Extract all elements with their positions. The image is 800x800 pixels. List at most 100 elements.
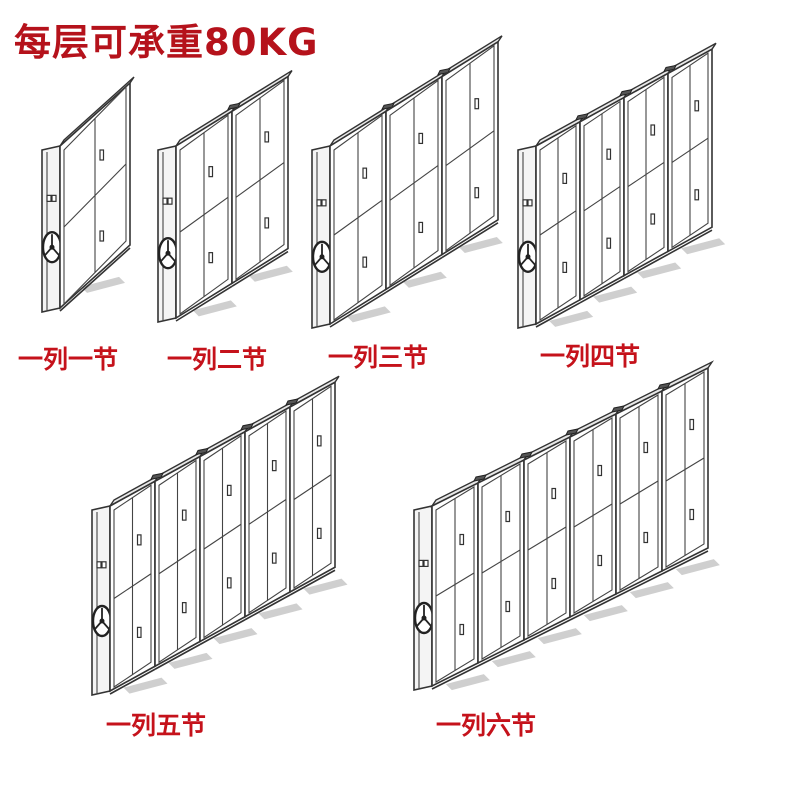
side-panel [157,145,177,323]
floor-rail [629,582,674,599]
floor-rail [593,286,638,303]
shelf-split [235,162,285,198]
lock-icon [423,559,429,568]
base-line [154,643,201,670]
door-frame [63,85,127,306]
section-connector [285,398,299,406]
door-frame [539,124,577,322]
lock-icon [522,199,528,207]
base-line [579,277,625,304]
section-connector [657,382,671,390]
door-handle-icon [181,602,187,614]
side-panel [517,145,537,329]
shelf-split [293,474,332,500]
door-handle-icon [694,189,700,201]
door-frame [113,484,152,689]
floor-rail [637,262,682,279]
base-line [441,222,499,259]
door-handle-icon [181,509,187,521]
floor-rail [213,628,258,645]
floor-rail [192,300,237,317]
door-handle-icon [505,600,511,613]
section-connector [663,64,677,73]
cabinet-label-6: 一列六节 [436,711,537,740]
door-frame [293,385,332,590]
hand-wheel-icon [157,236,179,270]
shelf-split [203,523,242,550]
cabinet-section [150,449,205,670]
floor-rail [675,559,720,576]
door-handle-icon [271,460,277,472]
shelf-split [481,549,521,574]
door-frame [665,371,705,568]
mobile-shelving-unit-2 [157,69,293,323]
shelf-split [583,186,621,212]
cabinet-section [381,69,447,293]
door-handle-icon [316,435,322,447]
mobile-shelving-unit-4 [517,42,726,329]
door-frame [627,76,665,273]
cabinet-section [611,383,669,598]
cabinet-section [535,115,585,328]
base-line [385,256,443,293]
door-handle-icon [316,527,322,539]
door-handle-icon [606,237,612,249]
shelf-split [63,163,127,228]
floor-rail [303,578,348,595]
door-handle-icon [418,132,424,145]
cabinet-section [473,452,531,667]
door-frame [481,463,521,660]
door-frame [619,394,659,591]
cabinet-label-5: 一列五节 [106,711,207,740]
door-handle-icon [474,187,480,199]
lock-icon [321,199,327,207]
door-handle-icon [99,149,105,161]
door-handle-icon [650,124,656,136]
base-line [59,247,131,312]
door-frame [333,114,383,322]
door-handle-icon [551,577,557,590]
section-connector [611,405,625,413]
section-connector [150,472,164,480]
door-handle-icon [362,256,368,268]
section-connector [473,474,487,482]
cabinet-section [59,76,135,312]
load-capacity-title: 每层可承重80KG [14,21,319,64]
section-connector [575,113,589,121]
floor-rail [681,238,726,255]
mobile-shelving-unit-1 [41,76,135,313]
hand-wheel-icon [91,604,113,638]
shelf-split [389,165,439,201]
cabinet-section [429,475,485,690]
cabinet-section [657,360,715,575]
base-line [199,619,246,646]
cabinet-section [519,429,577,644]
lock-icon [527,199,533,207]
shelf-split [573,503,613,528]
cabinet-section [240,400,295,621]
cabinet-section [619,66,673,280]
cabinet-section [285,375,340,596]
door-handle-icon [562,172,568,184]
cabinet-section [575,90,629,304]
door-handle-icon [551,487,557,500]
shelf-split [179,196,229,233]
lock-icon [101,561,107,569]
base-line [109,668,156,695]
floor-rail [549,310,594,327]
hand-wheel-icon [413,601,435,635]
section-connector [437,67,451,76]
shelf-split [627,161,665,188]
floor-rail [248,265,293,282]
side-panel [41,145,61,313]
base-line [289,569,336,596]
shelf-split [539,210,577,236]
floor-rail [81,276,125,293]
base-line [329,291,387,328]
cabinet-section [109,474,160,695]
cabinet-section [329,104,391,328]
hand-wheel-icon [517,240,539,273]
mobile-shelving-unit-5 [91,375,348,696]
cabinet-section [663,42,717,256]
